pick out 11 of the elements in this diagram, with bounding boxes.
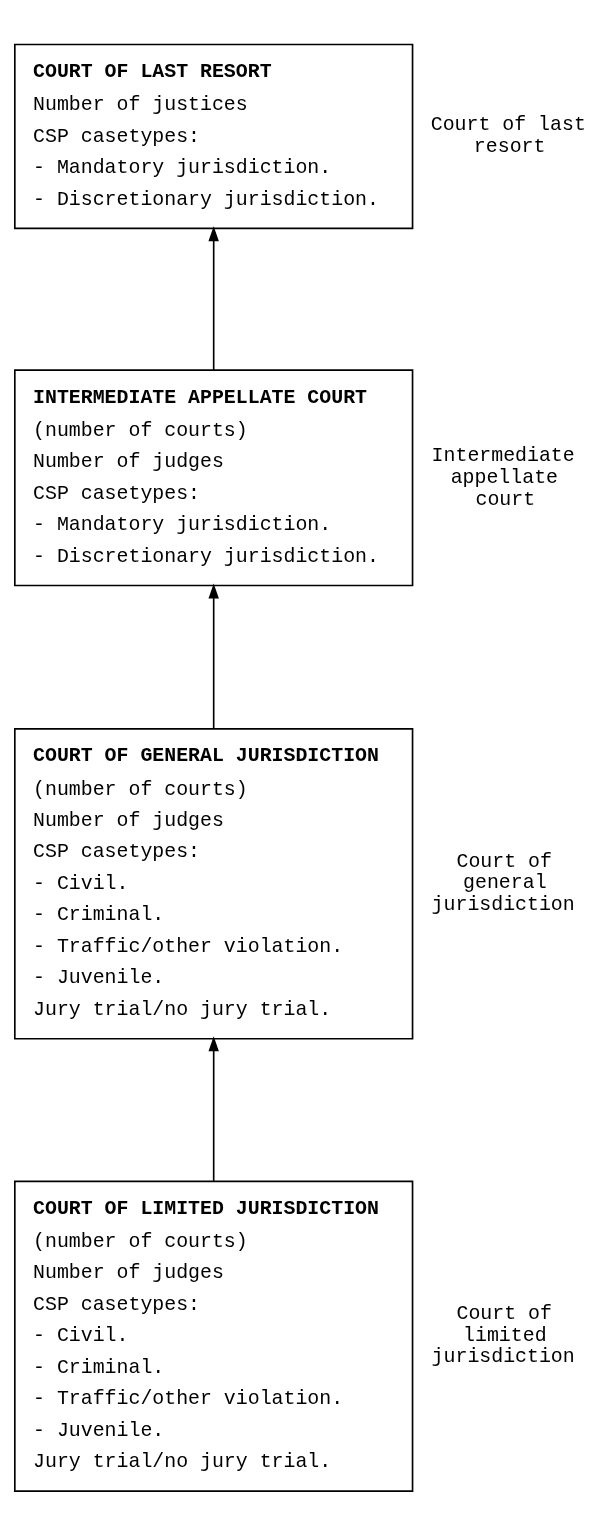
node-box: COURT OF LAST RESORT Number of justices CSP casetypes: - Mandatory jurisdiction. - Discretionary jurisdiction.	[14, 43, 414, 229]
node-label: Court of last resort	[430, 112, 586, 158]
node-label: Court of limited jurisdiction	[431, 1301, 575, 1368]
arrow	[208, 225, 219, 371]
node-box: COURT OF LIMITED JURISDICTION (number of courts) Number of judges CSP casetypes: - Civil. - Criminal. - Traffic/other violation. - Juvenile. Jury trial/no jury trial.	[14, 1179, 414, 1492]
node-box: INTERMEDIATE APPELLATE COURT (number of courts) Number of judges CSP casetypes: - Mandatory jurisdiction. - Discretionary jurisdiction.	[14, 368, 414, 586]
arrow	[208, 583, 219, 730]
arrow	[208, 1035, 219, 1182]
node-label: Intermediate appellate court	[431, 443, 575, 510]
node-box: COURT OF GENERAL JURISDICTION (number of courts) Number of judges CSP casetypes: - Civil. - Criminal. - Traffic/other violation. - Juvenile. Jury trial/no jury trial.	[14, 727, 414, 1040]
node-label: Court of general jurisdiction	[431, 849, 575, 916]
